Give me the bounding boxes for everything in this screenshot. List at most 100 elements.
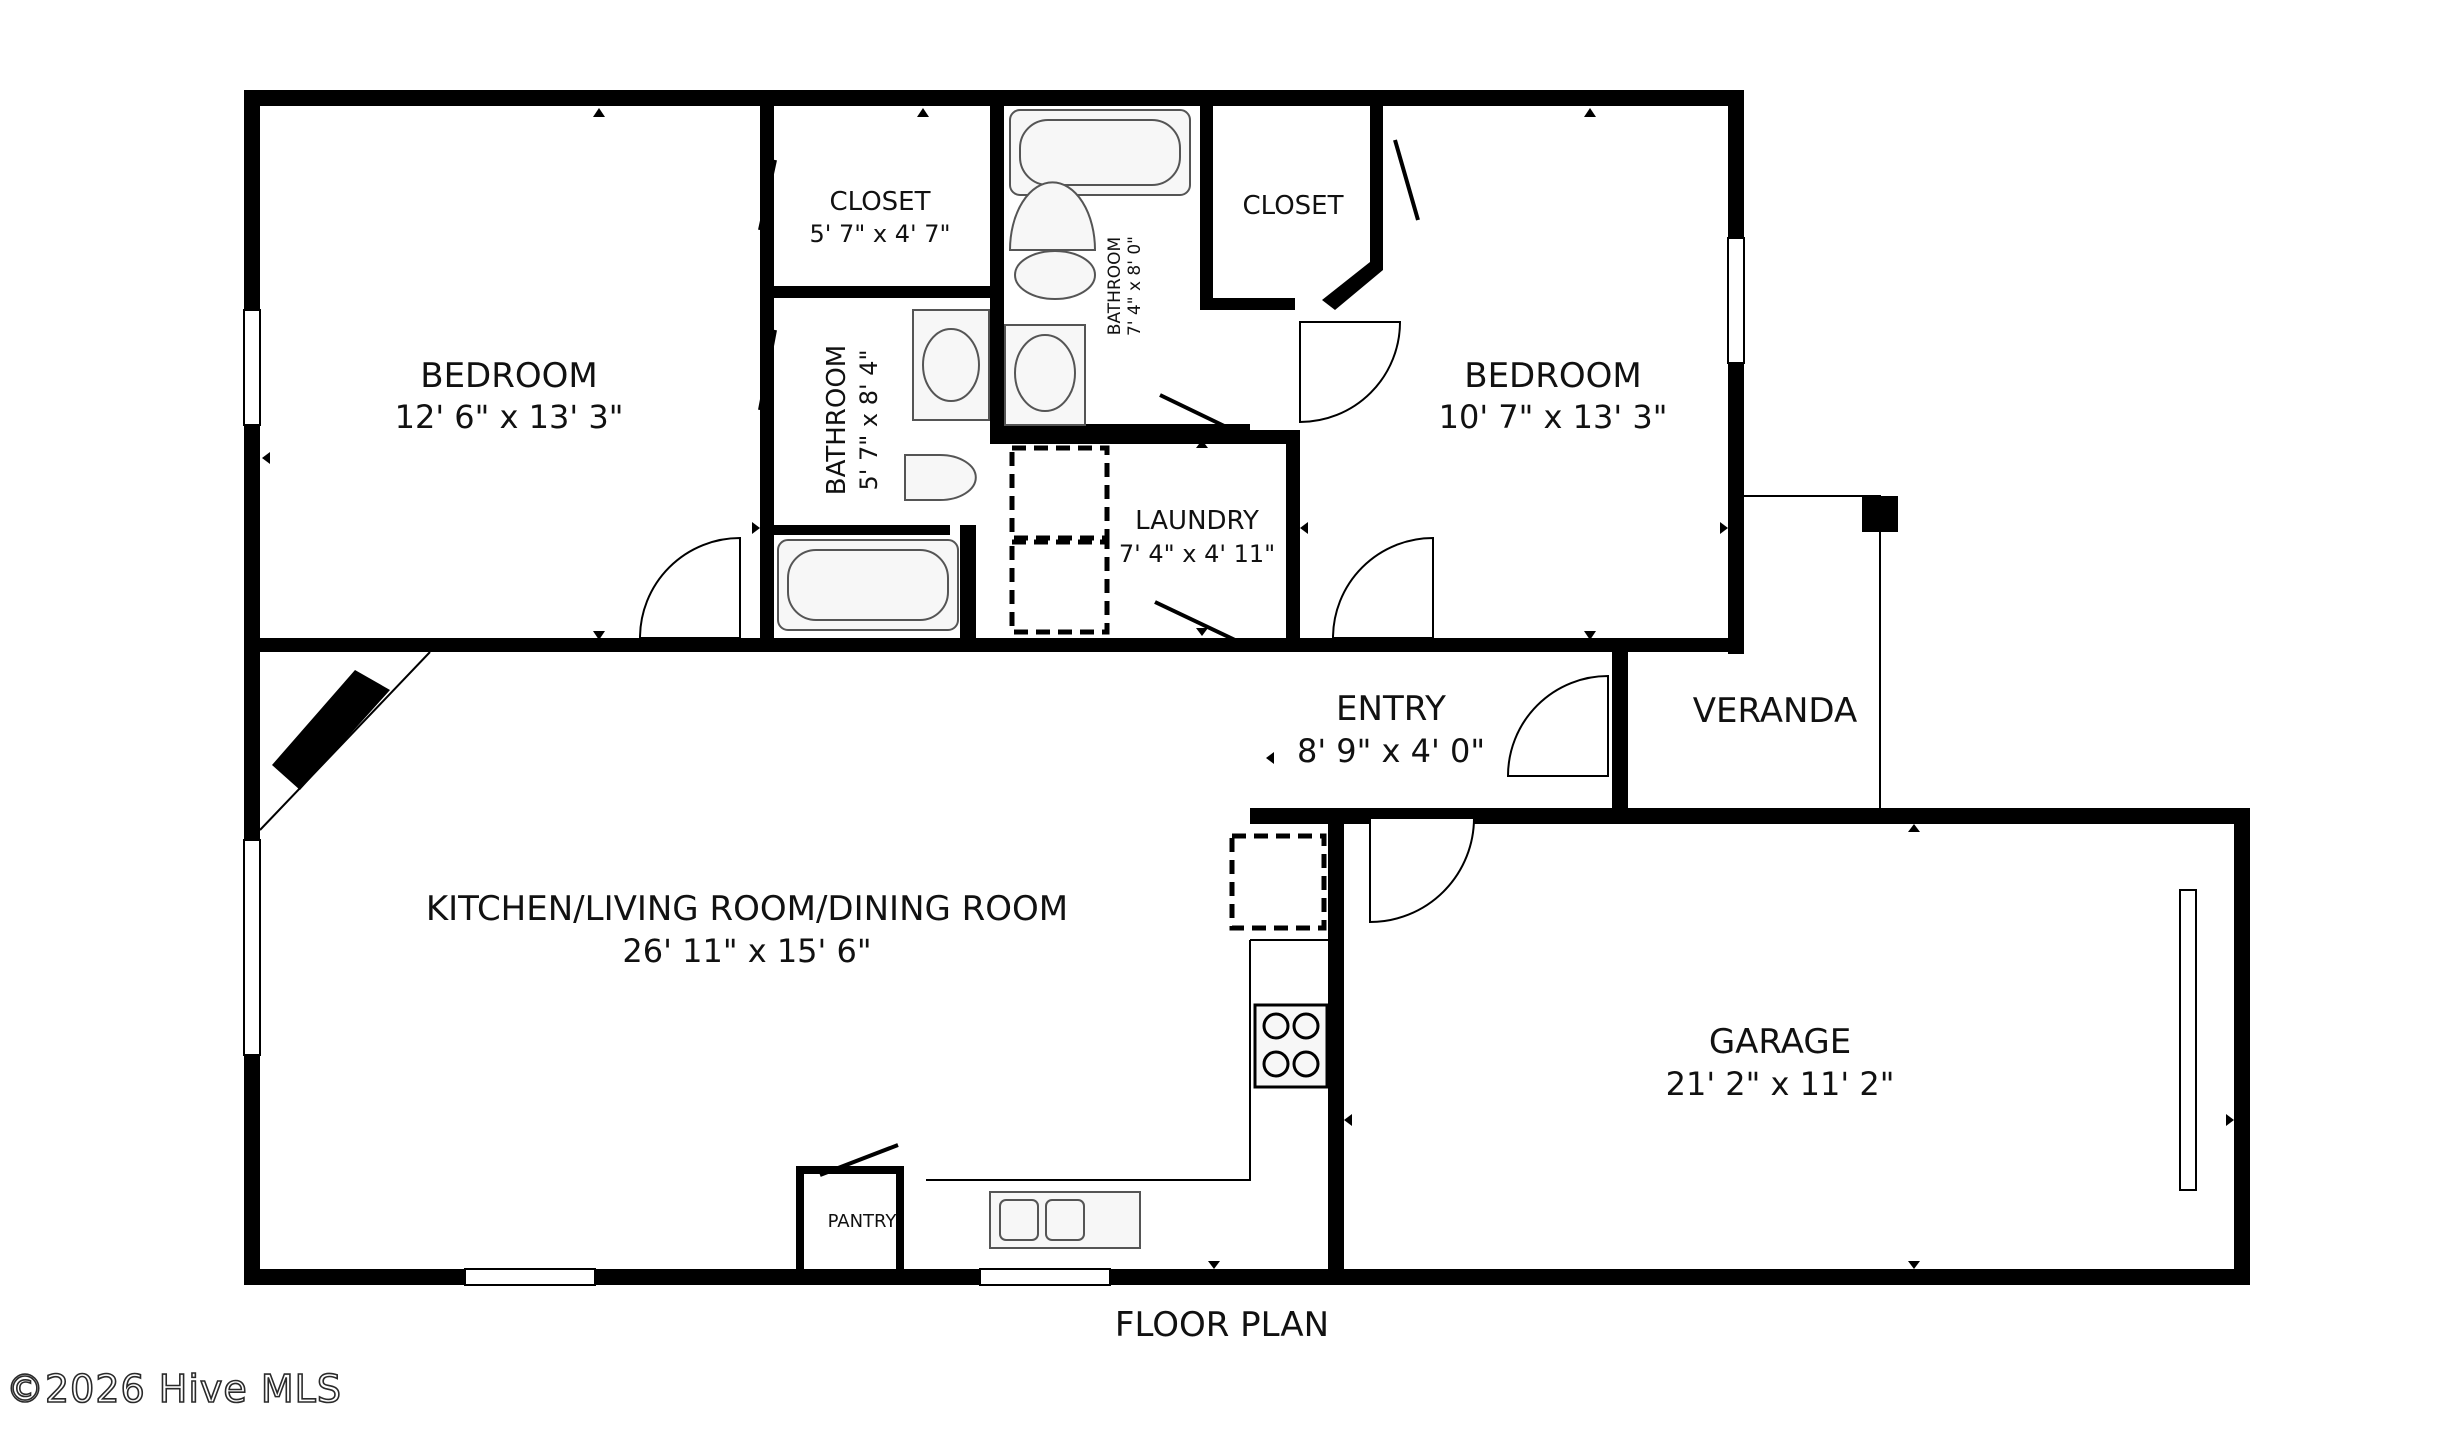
walls	[244, 90, 2250, 1285]
wall	[1200, 298, 1295, 310]
doors	[638, 139, 1609, 1177]
marker	[1908, 1261, 1920, 1269]
door-leaf	[1393, 139, 1420, 221]
marker	[1196, 628, 1208, 636]
refrigerator	[1229, 833, 1327, 931]
wall	[244, 638, 1744, 652]
windows	[243, 237, 2197, 1286]
kitchen-dims: 26' 11" x 15' 6"	[622, 932, 871, 970]
window	[979, 1268, 1111, 1286]
washer	[1009, 445, 1110, 541]
counter-line	[926, 940, 1251, 1181]
door	[638, 536, 741, 639]
floor-plan-caption: FLOOR PLAN	[1115, 1305, 1329, 1345]
marker	[593, 108, 605, 117]
door-leaf	[1154, 600, 1236, 642]
marker	[1196, 440, 1208, 448]
bedroom-left-dims: 12' 6" x 13' 3"	[395, 398, 624, 436]
dimension-markers	[262, 108, 2234, 1269]
closet-right-name: CLOSET	[1243, 191, 1344, 221]
bedroom-left-name: BEDROOM	[420, 356, 597, 396]
entry-name: ENTRY	[1336, 689, 1446, 729]
wall	[990, 90, 1004, 440]
marker	[1344, 1114, 1352, 1126]
bathroom-right-name: BATHROOM	[1105, 237, 1125, 335]
thin-lines	[259, 495, 1881, 1269]
wall	[244, 90, 260, 1285]
door	[1331, 536, 1434, 639]
wall	[244, 1269, 1344, 1285]
burner	[1262, 1012, 1290, 1040]
wall	[1328, 1269, 2250, 1285]
toilet	[1008, 181, 1097, 251]
marker	[1908, 824, 1920, 832]
toilet	[904, 454, 977, 501]
wall	[960, 525, 976, 640]
marker	[593, 631, 605, 640]
toilet	[1014, 250, 1096, 300]
bathroom-left-dims: 5' 7" x 8' 4"	[855, 349, 883, 490]
door-leaf	[758, 329, 777, 411]
marker	[1208, 1261, 1220, 1269]
window	[464, 1268, 596, 1286]
veranda-outline	[1744, 495, 1881, 808]
wall	[1250, 808, 2250, 824]
pantry-name: PANTRY	[828, 1211, 898, 1232]
wall	[990, 430, 1286, 444]
door-leaf	[1159, 393, 1246, 438]
marker	[1266, 752, 1274, 764]
garage-name: GARAGE	[1709, 1022, 1851, 1062]
wall	[760, 525, 950, 535]
bathroom-left-name: BATHROOM	[822, 345, 852, 495]
burner	[1292, 1012, 1320, 1040]
wall	[760, 286, 995, 298]
marker	[752, 522, 760, 534]
door	[1506, 674, 1609, 777]
bedroom-right-name: BEDROOM	[1464, 356, 1641, 396]
window	[243, 839, 261, 1056]
appliances	[1009, 445, 1327, 931]
laundry-dims: 7' 4" x 4' 11"	[1119, 540, 1275, 568]
wall	[1328, 808, 1344, 1285]
marker	[1584, 108, 1596, 117]
bedroom-right-dims: 10' 7" x 13' 3"	[1439, 398, 1668, 436]
wall	[1370, 90, 1383, 270]
marker	[1584, 631, 1596, 640]
door-leaf	[758, 159, 777, 231]
bathroom-right-dims: 7' 4" x 8' 0"	[1125, 236, 1145, 336]
marker	[917, 108, 929, 117]
copyright-watermark: ©2026 Hive MLS	[5, 1366, 342, 1412]
wall	[1728, 90, 1744, 654]
dryer	[1009, 539, 1110, 635]
sink-basin	[1045, 1199, 1085, 1241]
bathtub-inner	[1019, 119, 1181, 186]
veranda-name: VERANDA	[1693, 691, 1858, 731]
marker	[1300, 522, 1308, 534]
burner	[1292, 1050, 1320, 1078]
marker	[2226, 1114, 2234, 1126]
window	[243, 309, 261, 426]
sink	[1014, 334, 1076, 412]
closet-left-dims: 5' 7" x 4' 7"	[809, 220, 950, 248]
marker	[1720, 522, 1728, 534]
fireplace-diagonal	[259, 651, 431, 831]
fireplace	[272, 670, 390, 790]
wall	[2234, 808, 2250, 1285]
wall	[1200, 90, 1213, 310]
bathtub-inner	[787, 549, 949, 621]
door-leaf	[819, 1143, 899, 1177]
fixtures	[777, 109, 1329, 1249]
wall	[1612, 645, 1628, 820]
closet-left-name: CLOSET	[830, 187, 931, 217]
window	[2179, 889, 2197, 1191]
wall	[1286, 430, 1300, 645]
garage-dims: 21' 2" x 11' 2"	[1666, 1065, 1895, 1103]
sink	[922, 328, 980, 402]
door	[1299, 321, 1402, 424]
wall	[1322, 262, 1383, 310]
sink-basin	[999, 1199, 1039, 1241]
laundry-name: LAUNDRY	[1135, 506, 1259, 536]
entry-dims: 8' 9" x 4' 0"	[1297, 732, 1485, 770]
window	[1727, 237, 1745, 364]
